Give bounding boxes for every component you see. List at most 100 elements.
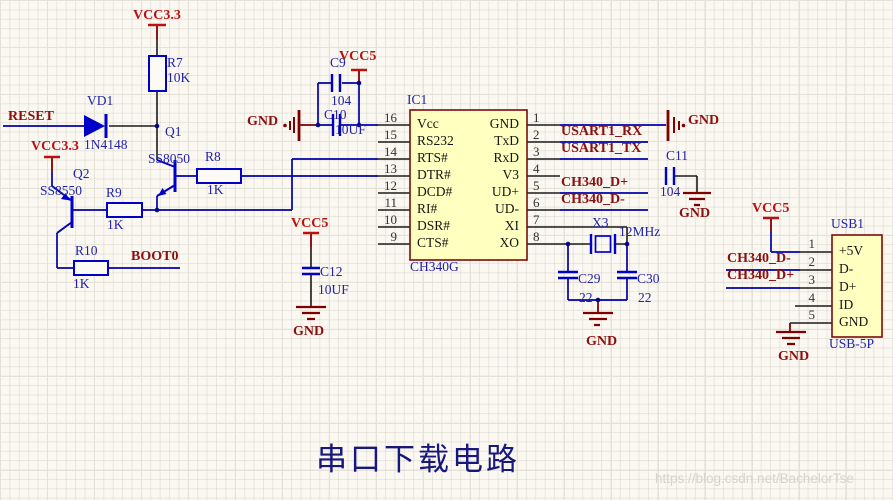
- ic1-pin-name-ri: RI#: [417, 201, 438, 216]
- ic1-pin-num-13: 13: [384, 161, 397, 176]
- power-label-vcc33-left: VCC3.3: [31, 139, 79, 154]
- value-q2: SS8550: [40, 183, 83, 198]
- gnd-earth-symbols: [296, 191, 806, 346]
- watermark: https://blog.csdn.net/BachelorTse: [655, 471, 854, 486]
- label-r9: R9: [106, 185, 122, 200]
- label-c10: C10: [324, 107, 347, 122]
- label-vd1: VD1: [87, 93, 114, 108]
- resistor-r9: [106, 202, 143, 218]
- label-c9: C9: [330, 55, 346, 70]
- ic1-pin-name-v3: V3: [502, 167, 520, 182]
- ic1-pin-name-xo: XO: [499, 235, 520, 250]
- ic1-pin-name-dsr: DSR#: [417, 218, 451, 233]
- usb1-body: [831, 234, 883, 338]
- usb1-pin-num-2: 2: [808, 254, 816, 269]
- power-label-vcc5-mid: VCC5: [339, 49, 377, 64]
- resistor-r8: [196, 168, 242, 184]
- net-label-ch340-dp-ic: CH340_D+: [561, 175, 629, 190]
- label-r8: R8: [205, 149, 221, 164]
- value-r10: 1K: [73, 276, 90, 291]
- value-r9: 1K: [107, 217, 124, 232]
- value-q1: SS8050: [148, 151, 191, 166]
- transistor-q2: [51, 185, 74, 234]
- value-x3: 12MHz: [619, 224, 661, 239]
- net-label-usart-rx: USART1_RX: [561, 124, 643, 139]
- gnd-label-c12: GND: [293, 324, 325, 339]
- power-label-vcc5-c12: VCC5: [291, 216, 329, 231]
- power-label-vcc5-usb: VCC5: [752, 201, 790, 216]
- ic1-pin-num-4: 4: [533, 161, 540, 176]
- ic1-pin-name-dcd: DCD#: [417, 184, 453, 199]
- value-c30: 22: [638, 290, 652, 305]
- black-leads: [109, 40, 832, 324]
- resistor-symbols: [73, 55, 242, 276]
- ic1-pin-num-16: 16: [384, 110, 397, 125]
- ic1-pin-name-rs232: RS232: [417, 133, 454, 148]
- ic1-pin-name-dtr: DTR#: [417, 167, 451, 182]
- resistor-r7: [148, 55, 167, 92]
- ic1-pin-name-cts: CTS#: [417, 235, 449, 250]
- power-label-vcc33-top: VCC3.3: [133, 8, 181, 23]
- gnd-label-c11: GND: [679, 206, 711, 221]
- gnd-label-x3: GND: [586, 334, 618, 349]
- part-ic1: CH340G: [410, 259, 459, 274]
- value-c10: 10UF: [335, 122, 366, 137]
- usb1-pin-name-5v: +5V: [839, 243, 864, 258]
- ic1-pin-num-5: 5: [533, 178, 540, 193]
- ic1-pin-num-8: 8: [533, 229, 540, 244]
- label-q2: Q2: [73, 166, 90, 181]
- ic1-pin-name-rxd: RxD: [493, 150, 519, 165]
- ic1-pin-num-11: 11: [384, 195, 397, 210]
- ic1-pin-num-14: 14: [384, 144, 397, 159]
- ic1-pin-name-rts: RTS#: [417, 150, 448, 165]
- ic1-body: [409, 109, 528, 261]
- label-c30: C30: [637, 271, 660, 286]
- label-c29: C29: [578, 271, 601, 286]
- power-stems: [51, 25, 791, 332]
- ic1-pin-name-txd: TxD: [494, 133, 519, 148]
- part-usb1: USB-5P: [829, 336, 875, 351]
- gnd-bar-symbol-left: [283, 110, 301, 141]
- label-c11: C11: [666, 148, 689, 163]
- vcc-bar-symbols: [44, 23, 779, 235]
- gnd-bar-symbol-pin1: [666, 110, 686, 141]
- ic1-pin-name-udm: UD-: [495, 201, 519, 216]
- ic1-pin-num-3: 3: [533, 144, 540, 159]
- net-label-ch340-dp-usb: CH340_D+: [727, 268, 795, 283]
- usb1-pin-name-dm: D-: [839, 261, 854, 276]
- usb1-pin-name-gnd: GND: [839, 314, 869, 329]
- crystal-x3: [589, 234, 617, 254]
- ic1-pin-num-12: 12: [384, 178, 397, 193]
- label-r7: R7: [167, 55, 183, 70]
- ic1-pin-num-6: 6: [533, 195, 540, 210]
- value-c9: 104: [331, 93, 352, 108]
- gnd-label-c9: GND: [247, 114, 279, 129]
- ic1-pin-name-udp: UD+: [491, 184, 519, 199]
- net-label-reset: RESET: [8, 109, 54, 124]
- usb1-pin-num-1: 1: [808, 236, 816, 251]
- usb1-pin-num-3: 3: [808, 272, 816, 287]
- ic1-pin-name-vcc: Vcc: [417, 116, 439, 131]
- value-c11: 104: [660, 184, 681, 199]
- usb1-pin-name-id: ID: [839, 297, 854, 312]
- net-label-ch340-dm-usb: CH340_D-: [727, 251, 791, 266]
- blue-wires: [3, 82, 800, 301]
- value-r8: 1K: [207, 182, 224, 197]
- net-label-usart-tx: USART1_TX: [561, 141, 642, 156]
- ic1-pin-num-2: 2: [533, 127, 540, 142]
- value-c29: 22: [579, 290, 593, 305]
- gnd-label-usb: GND: [778, 349, 810, 364]
- label-r10: R10: [75, 243, 98, 258]
- ic1-pin-num-7: 7: [533, 212, 540, 227]
- ic1-pin-num-15: 15: [384, 127, 397, 142]
- usb1-pin-num-4: 4: [808, 290, 816, 305]
- label-usb1: USB1: [831, 216, 865, 231]
- ic1-pin-num-10: 10: [384, 212, 397, 227]
- net-label-ch340-dm-ic: CH340_D-: [561, 192, 625, 207]
- net-label-boot0: BOOT0: [131, 249, 179, 264]
- diode-vd1: [84, 114, 108, 138]
- page-title: 串口下载电路: [316, 442, 520, 477]
- label-x3: X3: [592, 215, 609, 230]
